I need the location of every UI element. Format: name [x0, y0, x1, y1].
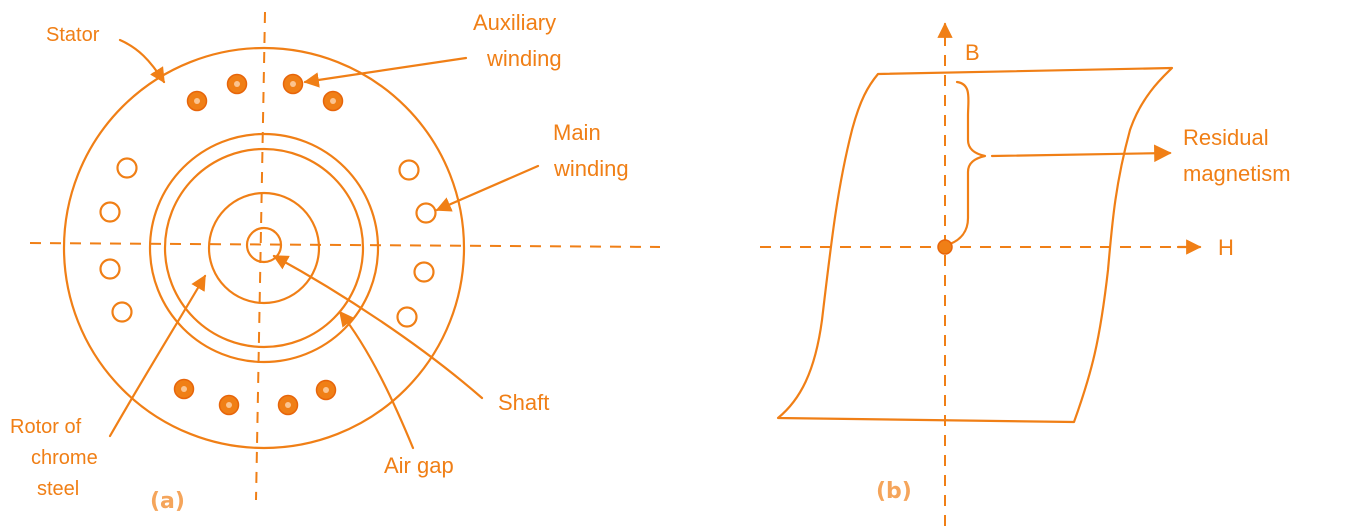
main-winding-slot — [415, 202, 437, 224]
main-winding-slots-left — [99, 157, 138, 323]
main-winding-slot — [111, 301, 133, 323]
figure-a-motor-cross-section: Stator Auxiliary winding Main winding Sh… — [10, 10, 661, 514]
stator-leader-arrow — [118, 38, 166, 84]
residual-magnetism-brace — [948, 80, 987, 246]
stator-inner-circle — [148, 132, 380, 364]
h-axis-label: H — [1218, 235, 1234, 260]
stator-outer-circle — [62, 46, 466, 450]
auxiliary-winding-label-line1: Auxiliary — [473, 10, 556, 35]
hysteresis-loop-curve — [776, 66, 1174, 424]
shaft-circle — [245, 226, 283, 264]
main-winding-slot — [398, 159, 420, 181]
air-gap-label: Air gap — [384, 453, 454, 478]
main-winding-slots-right — [396, 159, 437, 328]
main-winding-label-line2: winding — [553, 156, 629, 181]
stator-label: Stator — [46, 24, 100, 46]
b-axis-label: B — [965, 40, 980, 65]
main-winding-slot — [99, 258, 121, 280]
auxiliary-winding-slots-top — [186, 73, 344, 112]
rotor-label-line3: steel — [37, 478, 79, 500]
residual-magnetism-label-line2: magnetism — [1183, 161, 1291, 186]
main-winding-slot — [396, 306, 418, 328]
figure-b-caption: (b) — [876, 479, 912, 504]
horizontal-center-line — [29, 242, 661, 248]
rotor-label-line1: Rotor of — [10, 416, 82, 438]
auxiliary-winding-label-line2: winding — [486, 46, 562, 71]
main-winding-leader-arrow — [435, 164, 540, 212]
rotor-outer-circle — [163, 147, 365, 349]
air-gap-leader-arrow — [338, 310, 415, 450]
figure-b-hysteresis-loop: B H Residual magnetism (b) — [760, 22, 1291, 526]
shaft-leader-arrow — [272, 254, 484, 400]
vertical-center-line — [255, 11, 266, 501]
auxiliary-winding-slots-bottom — [173, 378, 337, 416]
main-winding-slot — [116, 157, 138, 179]
rotor-label-line2: chrome — [31, 447, 98, 469]
figure-a-caption: (a) — [150, 489, 185, 514]
rotor-inner-circle — [207, 191, 321, 305]
residual-magnetism-label-line1: Residual — [1183, 125, 1269, 150]
rotor-leader-arrow — [108, 274, 207, 438]
auxiliary-winding-leader-arrow — [303, 56, 468, 88]
main-winding-label-line1: Main — [553, 120, 601, 145]
origin-point — [937, 239, 953, 255]
main-winding-slot — [99, 201, 121, 223]
shaft-label: Shaft — [498, 390, 549, 415]
main-winding-slot — [413, 261, 435, 283]
residual-magnetism-arrow — [990, 144, 1172, 163]
